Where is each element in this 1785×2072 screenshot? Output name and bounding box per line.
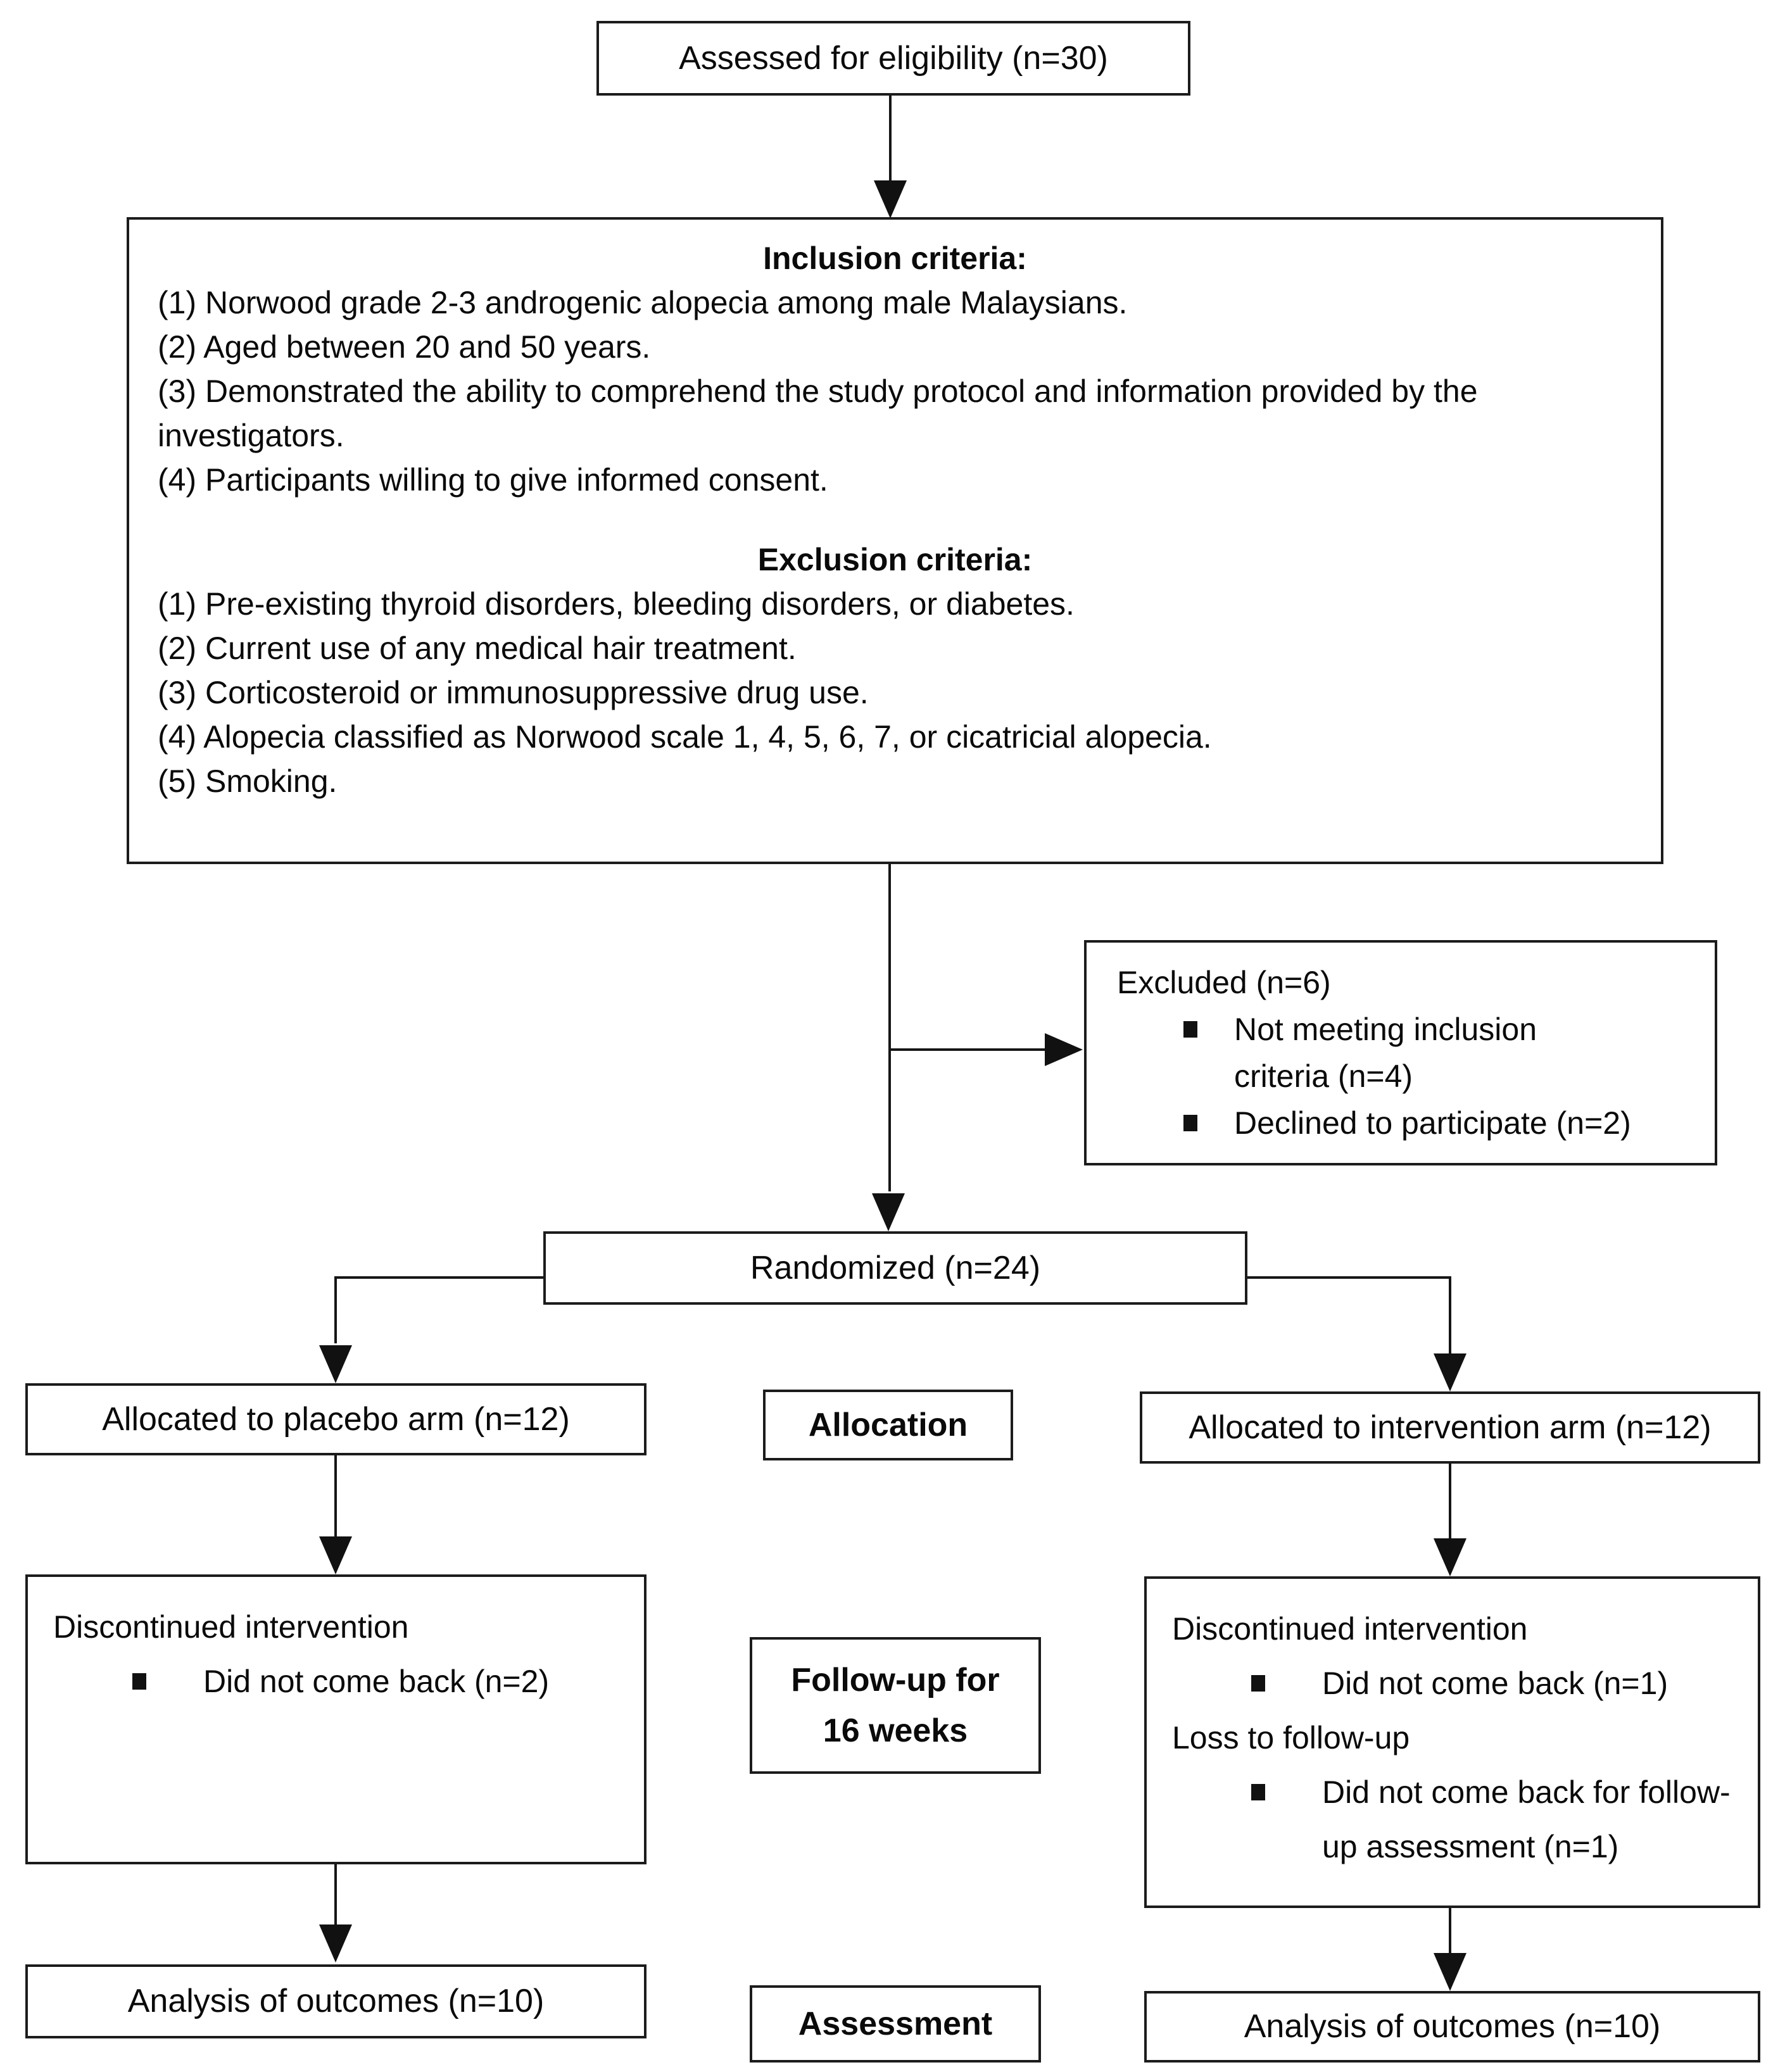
square-bullet-icon <box>1251 1784 1265 1800</box>
arrowhead-into-intervention-analysis-icon <box>1434 1953 1466 1991</box>
exclusion-item: (1) Pre-existing thyroid disorders, blee… <box>158 586 1075 622</box>
arrowhead-into-criteria-icon <box>874 180 907 218</box>
criteria-content: Inclusion criteria: (1) Norwood grade 2-… <box>129 220 1661 816</box>
intervention-followup-bullet: Did not come back (n=1) <box>1322 1666 1668 1701</box>
intervention-followup-bullet: Did not come back for follow-up assessme… <box>1322 1774 1731 1864</box>
excluded-box: Excluded (n=6) Not meeting inclusion cri… <box>1084 940 1717 1165</box>
placebo-analysis-box: Analysis of outcomes (n=10) <box>25 1964 647 2038</box>
connector-randomized-left <box>336 1276 543 1279</box>
followup-stage-line1: Follow-up for <box>791 1662 1000 1698</box>
randomized-label: Randomized (n=24) <box>750 1249 1041 1286</box>
excluded-bullet-row: Declined to participate (n=2) <box>1183 1100 1686 1146</box>
connector-randomized-right <box>1247 1276 1451 1279</box>
inclusion-item: (2) Aged between 20 and 50 years. <box>158 329 651 365</box>
square-bullet-icon <box>132 1673 146 1690</box>
excluded-title: Excluded (n=6) <box>1117 965 1331 1000</box>
connector-criteria-to-randomized <box>888 864 891 1191</box>
assessment-stage-box: Assessment <box>750 1985 1041 2063</box>
inclusion-item: (4) Participants willing to give informe… <box>158 462 828 498</box>
intervention-followup-content: Discontinued intervention Did not come b… <box>1147 1579 1758 1887</box>
intervention-analysis-label: Analysis of outcomes (n=10) <box>1244 2008 1661 2045</box>
inclusion-criteria-title: Inclusion criteria: <box>763 241 1027 276</box>
connector-down-left-allocation <box>334 1276 337 1343</box>
allocation-stage-label: Allocation <box>808 1406 968 1443</box>
arrowhead-into-randomized-icon <box>872 1193 905 1231</box>
arrowhead-into-intervention-allocation-icon <box>1434 1353 1466 1391</box>
placebo-allocated-label: Allocated to placebo arm (n=12) <box>102 1400 570 1438</box>
placebo-followup-title: Discontinued intervention <box>53 1609 409 1645</box>
inclusion-item: (1) Norwood grade 2-3 androgenic alopeci… <box>158 285 1128 320</box>
followup-stage-line2: 16 weeks <box>823 1712 968 1749</box>
arrowhead-into-placebo-followup-icon <box>319 1536 352 1574</box>
arrowhead-into-excluded-icon <box>1045 1033 1083 1066</box>
connector-branch-to-excluded <box>890 1048 1045 1051</box>
exclusion-item: (2) Current use of any medical hair trea… <box>158 631 797 666</box>
intervention-followup-bullet-row: Did not come back for follow-up assessme… <box>1251 1765 1732 1874</box>
assessment-stage-label: Assessment <box>798 2005 993 2042</box>
placebo-analysis-label: Analysis of outcomes (n=10) <box>127 1983 545 2020</box>
placebo-followup-bullet-row: Did not come back (n=2) <box>132 1654 619 1709</box>
square-bullet-icon <box>1183 1115 1197 1131</box>
followup-stage-box: Follow-up for 16 weeks <box>750 1637 1041 1774</box>
connector-assessed-to-criteria <box>889 96 892 184</box>
arrowhead-into-placebo-allocation-icon <box>319 1345 352 1383</box>
criteria-section-gap <box>158 502 1632 537</box>
placebo-allocated-box: Allocated to placebo arm (n=12) <box>25 1383 647 1455</box>
intervention-followup-box: Discontinued intervention Did not come b… <box>1144 1576 1760 1908</box>
assessed-eligibility-label: Assessed for eligibility (n=30) <box>679 39 1108 77</box>
randomized-box: Randomized (n=24) <box>543 1231 1247 1305</box>
connector-placebo-to-analysis <box>334 1864 337 1924</box>
intervention-followup-title: Discontinued intervention <box>1172 1611 1528 1647</box>
exclusion-item: (4) Alopecia classified as Norwood scale… <box>158 719 1212 755</box>
arrowhead-into-placebo-analysis-icon <box>319 1924 352 1962</box>
intervention-followup-bullet-row: Did not come back (n=1) <box>1251 1656 1732 1711</box>
square-bullet-icon <box>1183 1021 1197 1038</box>
excluded-bullet-row: Not meeting inclusion criteria (n=4) <box>1183 1006 1686 1100</box>
connector-intervention-to-followup <box>1449 1464 1451 1538</box>
placebo-followup-content: Discontinued intervention Did not come b… <box>28 1577 644 1721</box>
intervention-followup-subtitle: Loss to follow-up <box>1172 1720 1410 1755</box>
connector-placebo-to-followup <box>334 1455 337 1536</box>
intervention-allocated-box: Allocated to intervention arm (n=12) <box>1140 1391 1760 1464</box>
excluded-content: Excluded (n=6) Not meeting inclusion cri… <box>1087 943 1715 1159</box>
placebo-followup-box: Discontinued intervention Did not come b… <box>25 1574 647 1864</box>
assessed-eligibility-box: Assessed for eligibility (n=30) <box>596 21 1190 96</box>
exclusion-criteria-title: Exclusion criteria: <box>757 542 1033 577</box>
excluded-bullet: Declined to participate (n=2) <box>1234 1105 1631 1141</box>
inclusion-item: (3) Demonstrated the ability to comprehe… <box>158 374 1478 453</box>
allocation-stage-box: Allocation <box>763 1390 1013 1460</box>
connector-down-right-allocation <box>1449 1276 1451 1353</box>
intervention-analysis-box: Analysis of outcomes (n=10) <box>1144 1991 1760 2063</box>
connector-intervention-to-analysis <box>1449 1908 1451 1953</box>
exclusion-item: (3) Corticosteroid or immunosuppressive … <box>158 675 869 710</box>
arrowhead-into-intervention-followup-icon <box>1434 1538 1466 1576</box>
exclusion-item: (5) Smoking. <box>158 763 337 799</box>
placebo-followup-bullet: Did not come back (n=2) <box>203 1664 550 1699</box>
excluded-bullet: Not meeting inclusion criteria (n=4) <box>1234 1012 1537 1094</box>
criteria-box: Inclusion criteria: (1) Norwood grade 2-… <box>127 217 1663 864</box>
intervention-allocated-label: Allocated to intervention arm (n=12) <box>1189 1409 1712 1446</box>
square-bullet-icon <box>1251 1675 1265 1692</box>
